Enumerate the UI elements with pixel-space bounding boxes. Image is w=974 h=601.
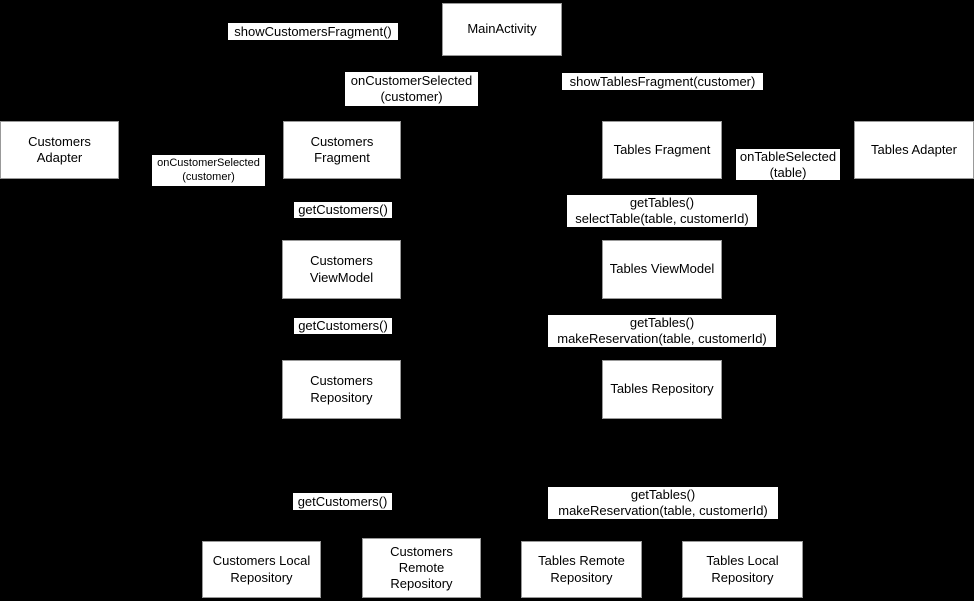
node-tables-fragment: Tables Fragment [602, 121, 722, 179]
node-customers-repository: Customers Repository [282, 360, 401, 419]
node-tables-repository: Tables Repository [602, 360, 722, 419]
node-customers-adapter: Customers Adapter [0, 121, 119, 179]
label-show-tables-fragment: showTablesFragment(customer) [562, 73, 763, 90]
label-show-customers-fragment: showCustomersFragment() [228, 23, 398, 40]
node-customers-fragment: Customers Fragment [283, 121, 401, 179]
label-on-table-selected: onTableSelected (table) [736, 149, 840, 180]
label-get-tables-make-reservation-repo: getTables() makeReservation(table, custo… [548, 487, 778, 519]
node-customers-local-repository: Customers Local Repository [202, 541, 321, 598]
label-get-tables-select-table: getTables() selectTable(table, customerI… [567, 195, 757, 227]
node-main-activity: MainActivity [442, 3, 562, 56]
node-tables-adapter: Tables Adapter [854, 121, 974, 179]
node-customers-remote-repository: Customers Remote Repository [362, 538, 481, 598]
node-tables-remote-repository: Tables Remote Repository [521, 541, 642, 598]
label-on-customer-selected-adapter: onCustomerSelected (customer) [152, 155, 265, 186]
label-get-tables-make-reservation-vm: getTables() makeReservation(table, custo… [548, 315, 776, 347]
node-tables-local-repository: Tables Local Repository [682, 541, 803, 598]
node-customers-viewmodel: Customers ViewModel [282, 240, 401, 299]
label-on-customer-selected-main: onCustomerSelected (customer) [345, 72, 478, 106]
label-get-customers-repository: getCustomers() [293, 493, 392, 510]
label-get-customers-fragment: getCustomers() [294, 202, 392, 218]
label-get-customers-viewmodel: getCustomers() [294, 318, 392, 334]
node-tables-viewmodel: Tables ViewModel [602, 240, 722, 299]
